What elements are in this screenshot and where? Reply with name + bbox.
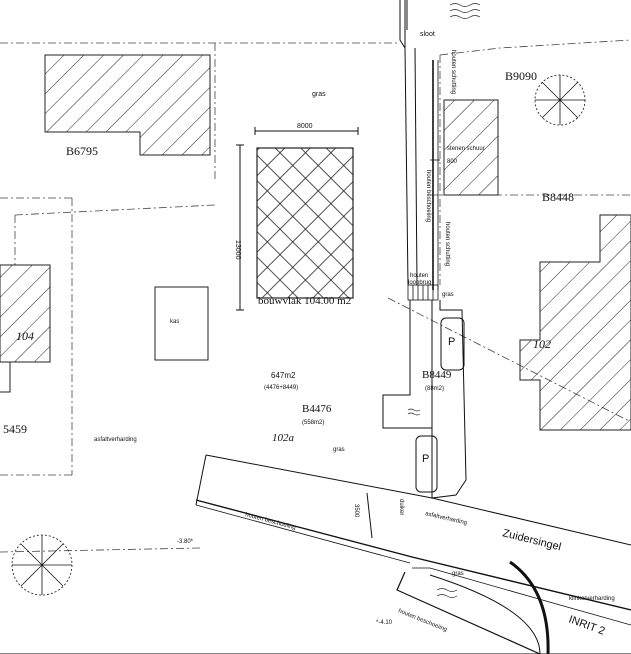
label-houten-beschoeiing-diag: houten beschoeiing (244, 512, 296, 531)
label-b6795: B6795 (66, 144, 98, 158)
label-area-647-sub: (4476+8449) (264, 385, 298, 391)
label-houten-loopbrug-1: houten (410, 273, 428, 279)
building-b6795 (44, 54, 211, 156)
building-104 (0, 264, 51, 363)
label-inrit: INRIT 2 (567, 614, 607, 638)
dim-width-label: 8000 (297, 123, 313, 130)
label-houten-beschoeiing-bottom: houten beschoeiing (397, 608, 448, 633)
label-b8448: B8448 (542, 190, 574, 204)
building-b9090-shed (443, 99, 499, 196)
driveway-outline (382, 300, 467, 499)
label-b4476: B4476 (302, 403, 332, 415)
building-102 (519, 214, 631, 431)
label-dim-3500: 3500 (353, 504, 359, 518)
parking-2: P (422, 453, 429, 465)
label-stenen-schuur: stenen schuur (447, 146, 485, 152)
label-houten-schutting-top: houten schutting (450, 50, 456, 94)
label-area-558: (558m2) (302, 420, 324, 426)
kas-box (154, 286, 209, 361)
label-102a: 102a (272, 432, 295, 444)
label-area-88: (88m2) (425, 386, 444, 392)
dim-height-label: 13000 (234, 240, 241, 260)
label-gras-small: gras (442, 292, 454, 298)
label-houten-beschoeiing-v: houten beschoeiing (425, 170, 431, 222)
tree-left (11, 534, 73, 596)
label-bouwvlak: bouwvlak 104.00 m2 (258, 295, 351, 307)
ditch-and-fences (399, 0, 440, 290)
label-level-380: -3.80* (177, 539, 194, 545)
label-gras-bottom: gras (452, 571, 464, 577)
label-gras-mid: gras (333, 447, 345, 453)
parking-1: P (448, 336, 455, 348)
label-asfaltverharding-1: asfaltverharding (94, 437, 137, 443)
label-houten-loopbrug-2: loopbrug (408, 280, 431, 286)
label-102: 102 (533, 337, 551, 351)
label-area-647: 647m2 (271, 371, 296, 380)
footbridge (407, 284, 439, 301)
label-kas: kas (170, 319, 179, 325)
label-level-410: *-4.10 (376, 620, 393, 626)
label-houten-schutting-v: houten schutting (444, 222, 450, 266)
water-symbols (407, 3, 481, 598)
label-b9090: B9090 (505, 69, 537, 83)
label-b8449: B8449 (422, 369, 452, 381)
label-sloot: sloot (420, 31, 435, 38)
label-zuidersingel: Zuidersingel (501, 527, 562, 553)
dimension-lines (236, 127, 373, 539)
label-104: 104 (16, 329, 34, 343)
label-dim-800: 800 (447, 159, 458, 165)
label-asfaltverharding-2: asfaltverharding (425, 511, 468, 526)
bouwvlak (256, 147, 354, 299)
road-lines (0, 454, 631, 654)
building-5459-outline (0, 361, 11, 393)
tree-b9090 (534, 74, 586, 126)
label-5459: 5459 (3, 422, 27, 436)
label-gras-top: gras (312, 91, 326, 98)
label-duiker: duiker (398, 499, 404, 515)
label-klinkerverharding: klinkerverharding (569, 596, 615, 602)
buildings (0, 54, 631, 431)
